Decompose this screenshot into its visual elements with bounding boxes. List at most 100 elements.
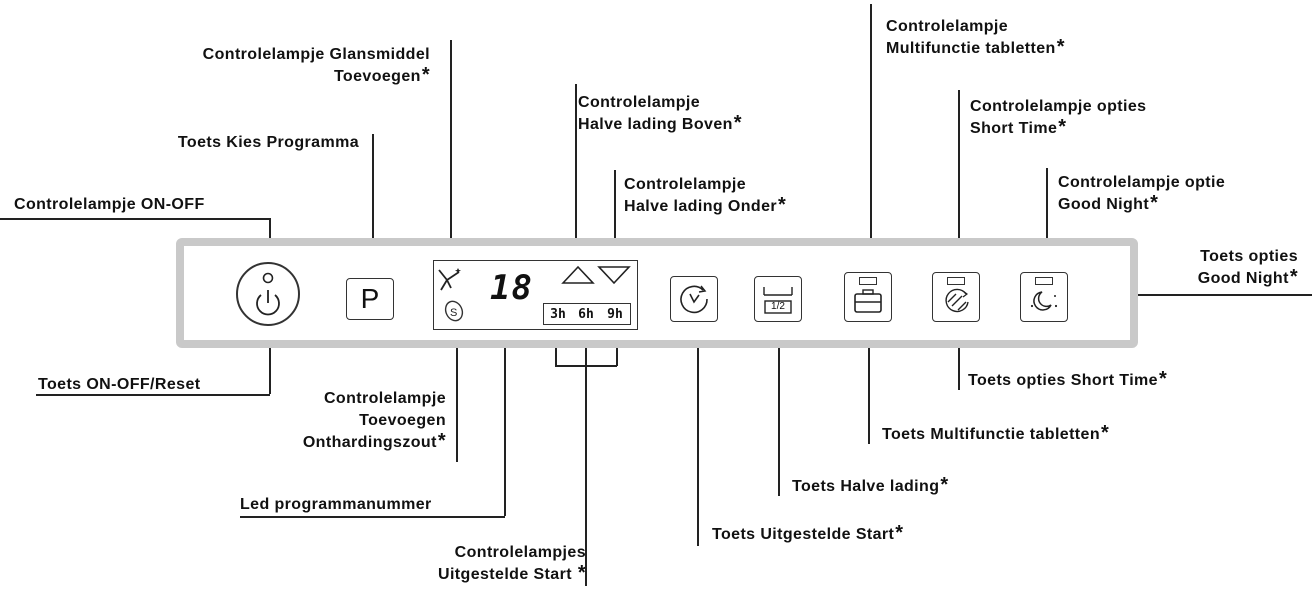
label-halve-onder: Controlelampje Halve lading Onder* bbox=[624, 174, 786, 218]
label-zout: Controlelampje Toevoegen Onthardingszout… bbox=[303, 388, 446, 454]
delayed-start-button[interactable] bbox=[670, 276, 718, 322]
label-zout-line1: Controlelampje bbox=[323, 390, 446, 407]
asterisk-mark: * bbox=[437, 430, 446, 452]
delay-start-lamps bbox=[543, 303, 631, 325]
asterisk-mark: * bbox=[895, 522, 904, 544]
label-short-lamp: Controlelampje opties Short Time* bbox=[970, 96, 1146, 140]
label-led-programma: Led programmanummer bbox=[240, 494, 432, 516]
label-on-off-reset-text: Toets ON-OFF/Reset bbox=[38, 376, 201, 393]
half-load-upper-lamp-icon bbox=[561, 265, 595, 284]
label-multi-lamp-line2: Multifunctie tabletten bbox=[886, 40, 1056, 57]
half-load-fraction: 1/2 bbox=[771, 301, 785, 312]
good-night-button[interactable] bbox=[1020, 272, 1068, 322]
label-short-toets-text: Toets opties Short Time bbox=[968, 372, 1158, 389]
label-night-lamp-line2: Good Night bbox=[1058, 196, 1150, 213]
moon-icon bbox=[1030, 291, 1058, 311]
label-zout-line3: Onthardingszout bbox=[302, 434, 437, 451]
leader-line bbox=[0, 218, 270, 220]
leader-line bbox=[269, 340, 271, 394]
short-time-lamp bbox=[947, 277, 965, 285]
half-load-lower-lamp-icon bbox=[597, 266, 631, 285]
label-uitgestelde-lampjes-line1: Controlelampjes bbox=[454, 544, 586, 561]
asterisk-mark: * bbox=[1101, 422, 1110, 444]
rinse-aid-lamp-icon bbox=[438, 268, 461, 291]
label-halve-boven-line1: Controlelampje bbox=[578, 94, 701, 111]
label-halve-toets-text: Toets Halve lading bbox=[792, 478, 940, 495]
leader-line bbox=[372, 134, 374, 248]
leader-line bbox=[870, 4, 872, 252]
label-night-key-line1: Toets opties bbox=[1200, 248, 1298, 265]
half-load-icon bbox=[763, 287, 793, 314]
leader-line bbox=[697, 302, 699, 546]
program-select-button[interactable]: P bbox=[346, 278, 394, 320]
asterisk-mark: * bbox=[1289, 266, 1298, 288]
label-night-key-line2: Good Night bbox=[1197, 270, 1289, 287]
leader-line bbox=[450, 40, 452, 248]
delay-lamp-9h: 9h bbox=[607, 307, 623, 322]
delay-lamp-6h: 6h bbox=[578, 307, 594, 322]
leader-line bbox=[240, 516, 505, 518]
leader-line bbox=[958, 90, 960, 252]
good-night-lamp bbox=[1035, 277, 1053, 285]
label-zout-line2: Toevoegen bbox=[359, 412, 446, 429]
control-panel bbox=[176, 238, 1138, 348]
leader-line bbox=[1090, 294, 1312, 296]
leader-line bbox=[585, 366, 587, 586]
program-number-led: 18 bbox=[490, 268, 533, 308]
label-on-off-lamp: Controlelampje ON-OFF bbox=[14, 194, 205, 216]
label-night-lamp: Controlelampje optie Good Night* bbox=[1058, 172, 1225, 216]
asterisk-mark: * bbox=[940, 474, 949, 496]
asterisk-mark: * bbox=[1150, 192, 1159, 214]
leader-line bbox=[456, 302, 458, 462]
label-on-off-lamp-text: Controlelampje ON-OFF bbox=[14, 196, 205, 213]
asterisk-mark: * bbox=[778, 194, 787, 216]
label-night-lamp-line1: Controlelampje optie bbox=[1058, 174, 1226, 191]
power-icon bbox=[256, 272, 280, 316]
tablet-icon bbox=[854, 289, 882, 313]
label-multi-toets-text: Toets Multifunctie tabletten bbox=[882, 426, 1101, 443]
leader-line bbox=[1046, 168, 1048, 252]
half-load-button[interactable] bbox=[754, 276, 802, 322]
label-uitgestelde-lampjes: Controlelampjes Uitgestelde Start * bbox=[438, 542, 586, 586]
label-short-lamp-line2: Short Time bbox=[970, 120, 1058, 137]
leader-line bbox=[575, 84, 577, 248]
leader-line bbox=[614, 170, 616, 248]
label-uitgestelde-toets-text: Toets Uitgestelde Start bbox=[712, 526, 895, 543]
label-glansmiddel-line1: Controlelampje Glansmiddel bbox=[202, 46, 430, 63]
label-kies-programma: Toets Kies Programma bbox=[178, 132, 359, 154]
label-uitgestelde-lampjes-line2: Uitgestelde Start bbox=[438, 566, 572, 583]
leader-line bbox=[555, 365, 617, 367]
label-multi-lamp: Controlelampje Multifunctie tabletten* bbox=[886, 16, 1065, 60]
label-halve-boven: Controlelampje Halve lading Boven* bbox=[578, 92, 742, 136]
label-halve-boven-line2: Halve lading Boven bbox=[578, 116, 733, 133]
label-glansmiddel-line2: Toevoegen bbox=[333, 68, 421, 85]
leader-line bbox=[778, 302, 780, 496]
delay-lamp-3h: 3h bbox=[550, 307, 566, 322]
salt-symbol: S bbox=[450, 307, 457, 319]
label-short-toets: Toets opties Short Time* bbox=[968, 368, 1168, 392]
asterisk-mark: * bbox=[1158, 368, 1168, 390]
label-night-key: Toets opties Good Night* bbox=[1198, 246, 1298, 290]
label-uitgestelde-toets: Toets Uitgestelde Start* bbox=[712, 522, 904, 546]
label-glansmiddel: Controlelampje Glansmiddel Toevoegen* bbox=[203, 44, 430, 88]
salt-lamp-icon: S bbox=[444, 300, 464, 322]
asterisk-mark: * bbox=[577, 562, 586, 584]
short-time-icon bbox=[945, 288, 969, 313]
leader-line bbox=[36, 394, 270, 396]
leader-line bbox=[504, 300, 506, 516]
label-multi-lamp-line1: Controlelampje bbox=[886, 18, 1009, 35]
clock-icon bbox=[680, 285, 708, 314]
program-button-label: P bbox=[360, 283, 380, 314]
multi-tablet-lamp bbox=[859, 277, 877, 285]
label-led-programma-text: Led programmanummer bbox=[240, 496, 432, 513]
leader-line bbox=[868, 302, 870, 444]
on-off-lamp-dot bbox=[262, 272, 274, 284]
label-halve-onder-line2: Halve lading Onder bbox=[624, 198, 778, 215]
label-multi-toets: Toets Multifunctie tabletten* bbox=[882, 422, 1110, 446]
label-on-off-reset: Toets ON-OFF/Reset bbox=[38, 374, 200, 396]
label-kies-programma-text: Toets Kies Programma bbox=[177, 134, 359, 151]
label-short-lamp-line1: Controlelampje opties bbox=[970, 98, 1147, 115]
label-halve-toets: Toets Halve lading* bbox=[792, 474, 949, 498]
asterisk-mark: * bbox=[1058, 116, 1067, 138]
